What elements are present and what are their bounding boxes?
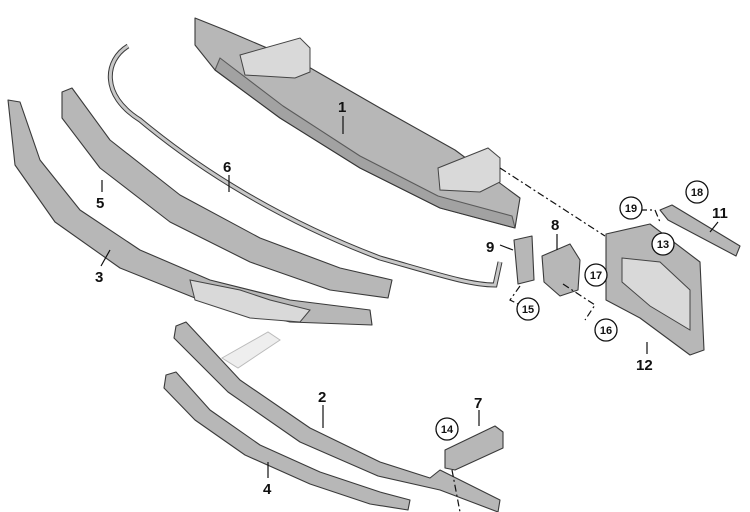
part-2-lower-strip bbox=[173, 321, 501, 512]
svg-text:18: 18 bbox=[691, 187, 703, 199]
label-11: 11 bbox=[712, 205, 728, 222]
svg-text:13: 13 bbox=[657, 239, 669, 251]
callout-16: 16 bbox=[594, 318, 618, 342]
label-6: 6 bbox=[223, 159, 231, 176]
part-5-bracket-strip bbox=[61, 87, 393, 299]
label-2: 2 bbox=[318, 389, 326, 406]
leader-lines bbox=[100, 116, 719, 478]
label-9: 9 bbox=[486, 239, 494, 256]
svg-text:16: 16 bbox=[600, 325, 612, 337]
part-7-bracket bbox=[444, 425, 504, 471]
connector-lines bbox=[451, 167, 661, 512]
callout-14: 14 bbox=[435, 417, 459, 441]
label-7: 7 bbox=[474, 395, 482, 412]
part-3-lower-support bbox=[7, 99, 373, 326]
part-6-wire bbox=[107, 43, 503, 288]
svg-text:14: 14 bbox=[441, 424, 454, 436]
part-11-arm bbox=[659, 204, 741, 257]
svg-text:17: 17 bbox=[590, 270, 602, 282]
label-4: 4 bbox=[263, 481, 272, 498]
callout-15: 15 bbox=[516, 297, 540, 321]
callout-13: 13 bbox=[651, 232, 675, 256]
ghost-block bbox=[221, 331, 281, 369]
callout-18: 18 bbox=[685, 180, 709, 204]
label-1: 1 bbox=[338, 99, 346, 116]
label-12: 12 bbox=[636, 357, 653, 374]
part-4-trim-strip bbox=[163, 371, 411, 511]
label-5: 5 bbox=[96, 195, 104, 212]
part-9-bracket bbox=[513, 235, 535, 285]
part-1-carrier-beam bbox=[194, 17, 521, 229]
svg-text:15: 15 bbox=[522, 304, 534, 316]
label-3: 3 bbox=[95, 269, 103, 286]
callout-19: 19 bbox=[619, 196, 643, 220]
svg-text:19: 19 bbox=[625, 203, 637, 215]
label-8: 8 bbox=[551, 217, 559, 234]
part-8-bracket bbox=[541, 243, 581, 297]
part-12-frame bbox=[605, 223, 705, 356]
callout-17: 17 bbox=[584, 263, 608, 287]
